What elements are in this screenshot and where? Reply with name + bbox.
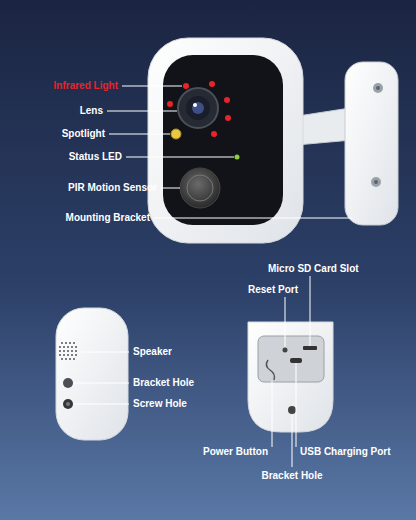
part-label: Lens bbox=[80, 105, 103, 117]
speaker-grille bbox=[59, 342, 77, 360]
part-label: Screw Hole bbox=[133, 398, 187, 410]
leader-lines bbox=[74, 86, 352, 467]
part-label: Speaker bbox=[133, 346, 172, 358]
part-label: USB Charging Port bbox=[300, 446, 391, 458]
part-label: Micro SD Card Slot bbox=[268, 263, 359, 275]
camera-front bbox=[148, 38, 303, 243]
part-label: Bracket Hole bbox=[261, 470, 322, 482]
part-label: Reset Port bbox=[248, 284, 298, 296]
camera-back bbox=[56, 308, 128, 440]
part-label: Status LED bbox=[69, 151, 122, 163]
part-label: Spotlight bbox=[62, 128, 105, 140]
part-label: Bracket Hole bbox=[133, 377, 194, 389]
part-label: Infrared Light bbox=[54, 80, 118, 92]
part-label: Power Button bbox=[203, 446, 268, 458]
camera-bottom bbox=[248, 322, 333, 432]
part-label: Mounting Bracket bbox=[66, 212, 150, 224]
part-label: PIR Motion Sensor bbox=[68, 182, 157, 194]
